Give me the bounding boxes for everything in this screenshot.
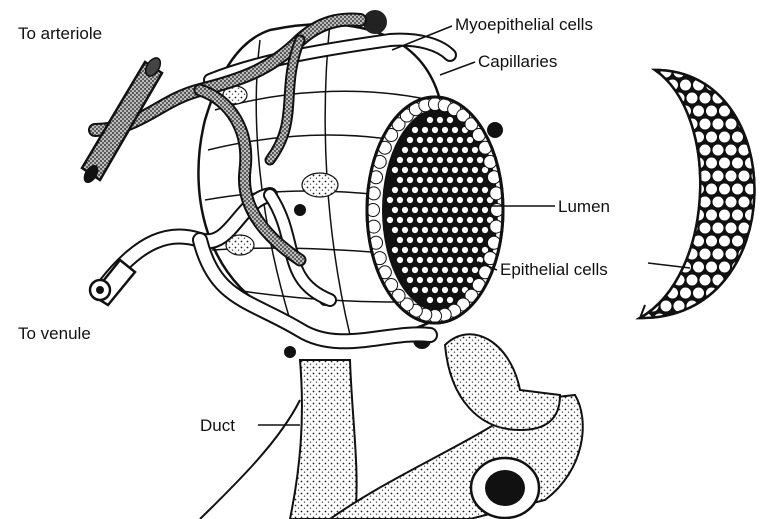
label-myoepithelial-cells: Myoepithelial cells bbox=[455, 15, 593, 34]
label-epithelial-cells: Epithelial cells bbox=[500, 260, 608, 279]
epithelium-inset-section bbox=[634, 66, 763, 325]
alveolus-cross-section bbox=[367, 97, 504, 323]
label-to-arteriole: To arteriole bbox=[18, 24, 102, 43]
label-lumen: Lumen bbox=[558, 197, 610, 216]
label-capillaries: Capillaries bbox=[478, 52, 557, 71]
label-duct: Duct bbox=[200, 416, 235, 435]
label-to-venule: To venule bbox=[18, 324, 91, 343]
duct-structure bbox=[200, 334, 583, 519]
